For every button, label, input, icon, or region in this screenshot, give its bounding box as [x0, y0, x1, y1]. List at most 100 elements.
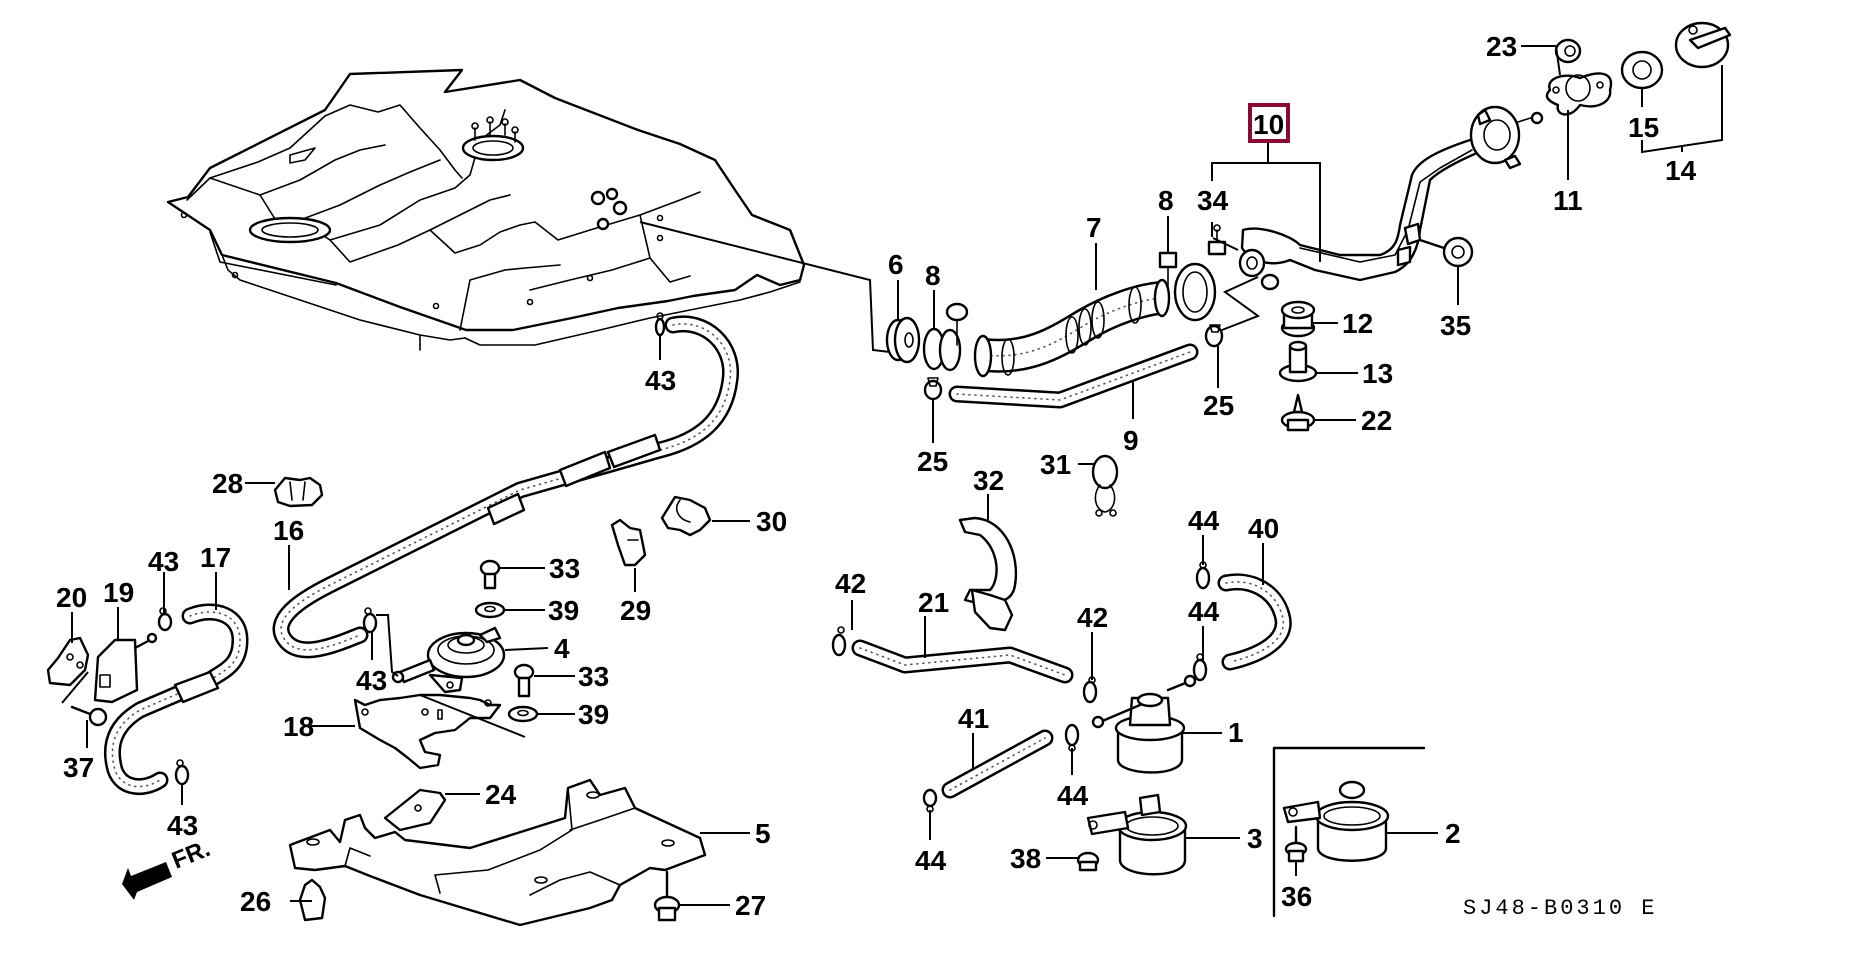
callout-42-right[interactable]: 42: [1077, 602, 1108, 633]
clamp-43-d[interactable]: [654, 312, 666, 337]
clip-28[interactable]: [273, 476, 324, 508]
callout-41[interactable]: 41: [958, 703, 989, 734]
callout-24[interactable]: 24: [485, 779, 517, 810]
gasket-11[interactable]: [1545, 72, 1613, 116]
valve-4[interactable]: [391, 626, 506, 694]
callout-26[interactable]: 26: [240, 886, 271, 917]
bracket-20[interactable]: [46, 636, 90, 687]
callout-18[interactable]: 18: [283, 711, 314, 742]
clip-25-left[interactable]: [923, 377, 943, 401]
hose-41[interactable]: [941, 729, 1054, 799]
callout-28[interactable]: 28: [212, 468, 243, 499]
callout-13[interactable]: 13: [1362, 358, 1393, 389]
callout-2[interactable]: 2: [1445, 818, 1461, 849]
filler-hose-7[interactable]: [973, 278, 1171, 378]
callout-21[interactable]: 21: [918, 587, 949, 618]
clamp-44-d[interactable]: [922, 788, 938, 813]
hose-16[interactable]: [272, 315, 740, 659]
callout-8-left[interactable]: 8: [925, 260, 941, 291]
callout-17[interactable]: 17: [200, 542, 231, 573]
callout-38[interactable]: 38: [1010, 843, 1041, 874]
callout-33-lower[interactable]: 33: [578, 661, 609, 692]
clamp-43-a[interactable]: [362, 607, 378, 634]
callout-4[interactable]: 4: [554, 633, 570, 664]
callout-22[interactable]: 22: [1361, 405, 1392, 436]
callout-44-d[interactable]: 44: [915, 845, 947, 876]
nut-23[interactable]: [1554, 38, 1582, 64]
hose-17[interactable]: [103, 603, 249, 795]
callout-29[interactable]: 29: [620, 595, 651, 626]
callout-14[interactable]: 14: [1665, 155, 1697, 186]
clamp-42-left[interactable]: [831, 626, 847, 657]
fuel-filter-1[interactable]: [1091, 674, 1197, 774]
callout-30[interactable]: 30: [756, 506, 787, 537]
callout-35[interactable]: 35: [1440, 310, 1471, 341]
bolt-33-lower[interactable]: [513, 663, 535, 698]
grommet-12[interactable]: [1280, 300, 1316, 338]
clamp-44-b[interactable]: [1192, 653, 1208, 682]
callout-43-d[interactable]: 43: [645, 365, 676, 396]
hose-40[interactable]: [1217, 573, 1292, 671]
callout-33-upper[interactable]: 33: [549, 553, 580, 584]
callout-43-c[interactable]: 43: [167, 810, 198, 841]
bolt-35[interactable]: [1418, 236, 1474, 268]
clamp-42-right[interactable]: [1082, 676, 1098, 704]
clip-24[interactable]: [383, 788, 447, 832]
clamp-bracket-32[interactable]: [958, 516, 1018, 632]
fuel-tank[interactable]: [166, 68, 806, 351]
filter-holder-3[interactable]: [1086, 793, 1188, 876]
clamp-8-left[interactable]: [922, 302, 969, 372]
protector-5[interactable]: [288, 778, 707, 927]
clamp-43-c[interactable]: [174, 759, 190, 786]
callout-44-a[interactable]: 44: [1188, 505, 1220, 536]
fuel-cap-14[interactable]: [1674, 21, 1732, 69]
clamp-8-right[interactable]: [1158, 251, 1217, 322]
callout-16[interactable]: 16: [273, 515, 304, 546]
callout-40[interactable]: 40: [1248, 513, 1279, 544]
callout-32[interactable]: 32: [973, 465, 1004, 496]
callout-10[interactable]: 10: [1253, 109, 1284, 140]
callout-39-lower[interactable]: 39: [578, 699, 609, 730]
callout-19[interactable]: 19: [103, 577, 134, 608]
bolt-33-upper[interactable]: [479, 559, 501, 590]
callout-31[interactable]: 31: [1040, 449, 1071, 480]
clip-30[interactable]: [660, 495, 712, 537]
clamp-44-c[interactable]: [1064, 723, 1080, 752]
callout-43-b[interactable]: 43: [148, 546, 179, 577]
clamp-44-a[interactable]: [1195, 561, 1211, 590]
callout-20[interactable]: 20: [56, 582, 87, 613]
callout-8-right[interactable]: 8: [1158, 185, 1174, 216]
callout-25-right[interactable]: 25: [1203, 390, 1234, 421]
callout-39-upper[interactable]: 39: [548, 595, 579, 626]
hose-21[interactable]: [851, 639, 1074, 684]
callout-15[interactable]: 15: [1628, 112, 1659, 143]
callout-5[interactable]: 5: [755, 818, 771, 849]
grommet-6[interactable]: [885, 316, 921, 364]
callout-6[interactable]: 6: [888, 249, 904, 280]
filter-assembly-2[interactable]: [1282, 780, 1390, 862]
screw-22[interactable]: [1280, 393, 1316, 432]
bolt-27[interactable]: [653, 870, 681, 922]
callout-3[interactable]: 3: [1247, 823, 1263, 854]
clip-26[interactable]: [298, 878, 327, 922]
callout-12[interactable]: 12: [1342, 308, 1373, 339]
washer-39-lower[interactable]: [507, 705, 539, 723]
clip-31[interactable]: [1091, 454, 1119, 517]
hose-9[interactable]: [948, 343, 1199, 409]
valve-19[interactable]: [93, 632, 158, 704]
seal-15[interactable]: [1620, 50, 1664, 90]
bracket-18[interactable]: [353, 693, 526, 770]
callout-25-left[interactable]: 25: [917, 446, 948, 477]
washer-39-upper[interactable]: [474, 601, 506, 619]
callout-42-left[interactable]: 42: [835, 568, 866, 599]
clip-25-right[interactable]: [1204, 324, 1224, 348]
nut-38[interactable]: [1076, 851, 1100, 872]
collar-13[interactable]: [1278, 340, 1318, 383]
callout-44-c[interactable]: 44: [1057, 780, 1089, 811]
callout-1[interactable]: 1: [1228, 717, 1244, 748]
callout-36[interactable]: 36: [1281, 881, 1312, 912]
callout-7[interactable]: 7: [1086, 212, 1102, 243]
callout-34[interactable]: 34: [1197, 185, 1229, 216]
callout-44-b[interactable]: 44: [1188, 596, 1220, 627]
bolt-36[interactable]: [1284, 825, 1308, 863]
